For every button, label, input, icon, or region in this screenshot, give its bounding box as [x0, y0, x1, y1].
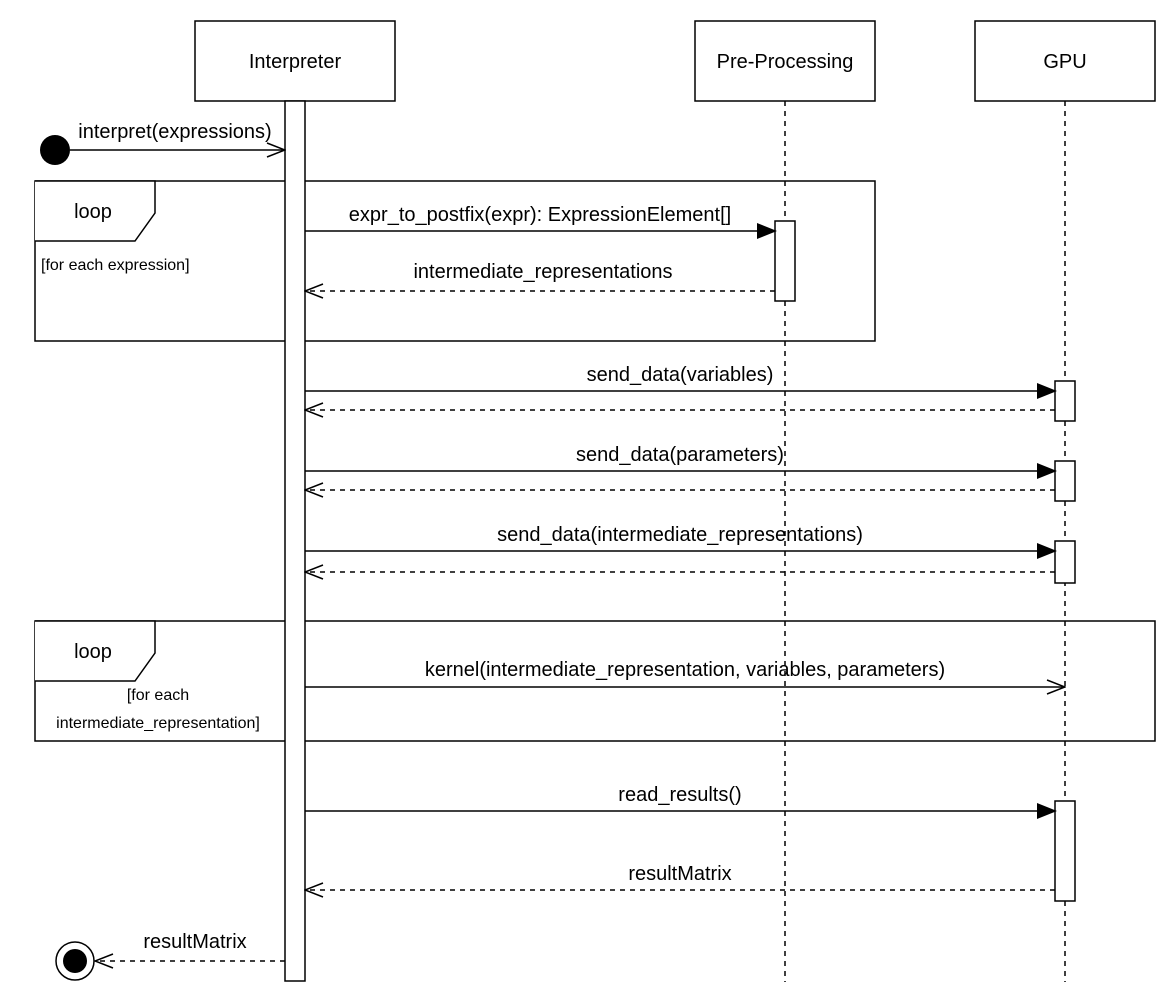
- loop-fragment-kernel[interactable]: loop [for each intermediate_representati…: [34, 620, 1156, 742]
- message-read-results-label: read_results(): [618, 784, 741, 806]
- loop-keyword: loop: [74, 201, 112, 223]
- message-send-data-variables-label: send_data(variables): [587, 364, 774, 386]
- final-node: [55, 941, 95, 981]
- activation-gpu-intermediate: [1054, 540, 1076, 584]
- message-kernel-label: kernel(intermediate_representation, vari…: [425, 659, 945, 681]
- return-intermediate-representations-label: intermediate_representations: [413, 261, 672, 283]
- participant-gpu[interactable]: GPU: [974, 20, 1156, 102]
- return-final-result-matrix-label: resultMatrix: [143, 931, 246, 953]
- message-send-data-intermediate[interactable]: send_data(intermediate_representations): [305, 524, 1057, 559]
- initial-node: [40, 135, 70, 165]
- loop-fragment-expressions[interactable]: loop [for each expression]: [34, 180, 876, 342]
- activation-interpreter: [284, 100, 306, 982]
- participant-interpreter-label: Interpreter: [249, 51, 342, 73]
- message-expr-to-postfix[interactable]: expr_to_postfix(expr): ExpressionElement…: [305, 204, 777, 239]
- message-send-data-parameters-label: send_data(parameters): [576, 444, 784, 466]
- activation-gpu-read-results: [1054, 800, 1076, 902]
- loop-guard-line-1: [for each: [127, 687, 189, 704]
- message-expr-to-postfix-label: expr_to_postfix(expr): ExpressionElement…: [349, 204, 731, 226]
- return-final-result-matrix[interactable]: resultMatrix: [95, 931, 285, 961]
- message-read-results[interactable]: read_results(): [305, 784, 1057, 819]
- activation-preprocessing: [774, 220, 796, 302]
- loop-guard-line-2: intermediate_representation]: [56, 715, 260, 732]
- message-send-data-variables[interactable]: send_data(variables): [305, 364, 1057, 399]
- participant-preprocessing[interactable]: Pre-Processing: [694, 20, 876, 102]
- participant-interpreter[interactable]: Interpreter: [194, 20, 396, 102]
- activation-gpu-variables: [1054, 380, 1076, 422]
- loop-keyword: loop: [74, 641, 112, 663]
- message-send-data-intermediate-label: send_data(intermediate_representations): [497, 524, 863, 546]
- message-send-data-parameters[interactable]: send_data(parameters): [305, 444, 1057, 479]
- message-interpret[interactable]: interpret(expressions): [70, 121, 285, 150]
- message-kernel[interactable]: kernel(intermediate_representation, vari…: [305, 659, 1065, 687]
- participant-preprocessing-label: Pre-Processing: [717, 51, 854, 73]
- return-result-matrix-label: resultMatrix: [628, 863, 731, 885]
- return-intermediate-representations[interactable]: intermediate_representations: [305, 261, 775, 291]
- participant-gpu-label: GPU: [1043, 51, 1086, 73]
- message-interpret-label: interpret(expressions): [78, 121, 271, 143]
- activation-gpu-parameters: [1054, 460, 1076, 502]
- loop-guard: [for each expression]: [41, 257, 190, 274]
- return-result-matrix[interactable]: resultMatrix: [305, 863, 1055, 890]
